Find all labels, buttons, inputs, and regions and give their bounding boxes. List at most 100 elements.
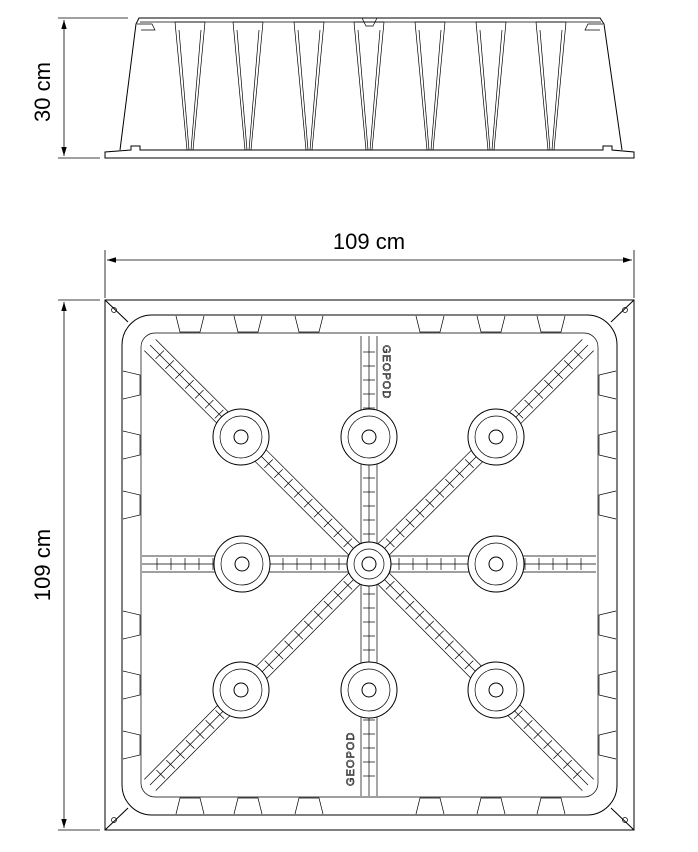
arm-tick — [156, 769, 166, 779]
arm-tick — [274, 469, 283, 478]
hub-outer — [213, 535, 271, 593]
rim-tooth — [122, 670, 141, 700]
hub-ring — [219, 415, 263, 459]
rim-tooth — [122, 370, 141, 400]
arm-tick — [405, 600, 415, 610]
rim-tooth — [233, 315, 263, 333]
rim-tooth — [122, 430, 141, 460]
hub-outer — [467, 408, 525, 466]
arm-tick — [283, 478, 293, 488]
hub-outer — [346, 541, 392, 587]
arm-tick — [562, 759, 573, 769]
rim-tooth — [598, 610, 617, 640]
width-dimension: 109 cm — [104, 229, 635, 298]
hub-hole — [361, 429, 377, 445]
arm-tick — [284, 640, 294, 650]
arm-tick — [165, 759, 176, 769]
hub-hole — [233, 682, 249, 698]
arm-tick — [563, 360, 573, 370]
hub-outer — [212, 661, 270, 719]
corner-holes — [111, 307, 628, 823]
arm-tick — [435, 488, 445, 498]
rim-tooth — [175, 315, 205, 333]
side-elevation-view — [104, 17, 635, 159]
elevation-rib — [232, 21, 264, 151]
elevation-rib — [174, 21, 206, 151]
arm-tick — [333, 528, 343, 538]
hub-ring — [474, 542, 518, 586]
elevation-rib — [535, 21, 567, 151]
arm-tick — [444, 640, 454, 650]
arm-tick — [425, 620, 435, 630]
arm-tick — [523, 720, 533, 730]
hub-hole — [488, 429, 504, 445]
arm-tick — [385, 580, 395, 590]
arm-tick — [543, 739, 553, 749]
arm-tick — [194, 389, 204, 399]
rim-tooth — [598, 670, 617, 700]
hub-ring — [347, 668, 391, 712]
arm-tick — [204, 399, 214, 409]
depth-dimension: 109 cm — [30, 299, 100, 831]
rim-tooth — [476, 315, 506, 333]
arm-tick — [455, 469, 464, 478]
rim-tooth — [415, 315, 445, 333]
rim-tooth — [122, 730, 141, 760]
hub-ring — [474, 415, 518, 459]
height-label: 30 cm — [30, 62, 55, 122]
height-dimension: 30 cm — [30, 17, 128, 159]
hub-ring — [219, 668, 263, 712]
arm-tick — [185, 739, 195, 749]
elevation-rib-inner — [479, 29, 503, 151]
arm-tick — [405, 518, 415, 528]
arm-tick — [464, 660, 474, 670]
arm-tick — [524, 399, 534, 409]
rim-tooth — [233, 797, 263, 815]
rim-tooth — [598, 490, 617, 520]
arm-tick — [323, 600, 333, 610]
arm-tick — [165, 360, 175, 370]
width-label: 109 cm — [333, 229, 405, 254]
hub-hole — [488, 682, 504, 698]
rim-tooth — [294, 315, 324, 333]
elevation-rib-inner — [236, 29, 260, 151]
arm-tick — [215, 710, 225, 720]
arm-tick — [333, 590, 343, 600]
arm-tick — [534, 389, 544, 399]
elevation-rib — [475, 21, 507, 151]
arm-tick — [395, 590, 405, 600]
arm-tick — [155, 350, 165, 360]
arm-tick — [264, 459, 274, 469]
arm-tick — [303, 620, 313, 630]
arm-tick — [274, 650, 284, 660]
hub-hole — [488, 556, 504, 572]
rim-tooth — [536, 315, 566, 333]
plan-view: GEOPOD GEOPOD — [104, 299, 635, 831]
rim-tooth — [175, 797, 205, 815]
hub-outer — [340, 408, 398, 466]
arm-tick — [434, 630, 444, 640]
brand-text-top: GEOPOD — [380, 345, 392, 399]
rim-tooth — [536, 797, 566, 815]
hub-hole — [234, 556, 250, 572]
arm-tick — [195, 730, 205, 739]
brand-text-bottom: GEOPOD — [345, 732, 357, 786]
arm-tick — [544, 379, 554, 389]
rim-tooth — [476, 797, 506, 815]
rim-tooth — [415, 797, 445, 815]
rim-tooth — [122, 490, 141, 520]
hub-outer — [212, 408, 270, 466]
arm-tick — [554, 370, 563, 379]
arm-tick — [313, 610, 323, 620]
arm-tick — [184, 379, 194, 389]
elevation-rib-inner — [297, 29, 321, 151]
arm-tick — [293, 488, 303, 498]
arm-tick — [385, 538, 395, 548]
elevation-rib-inner — [418, 29, 442, 151]
hub-ring — [353, 548, 385, 580]
arm-tick — [533, 730, 543, 739]
hub-outer — [340, 661, 398, 719]
rim-tooth — [294, 797, 324, 815]
arm-tick — [425, 498, 435, 508]
